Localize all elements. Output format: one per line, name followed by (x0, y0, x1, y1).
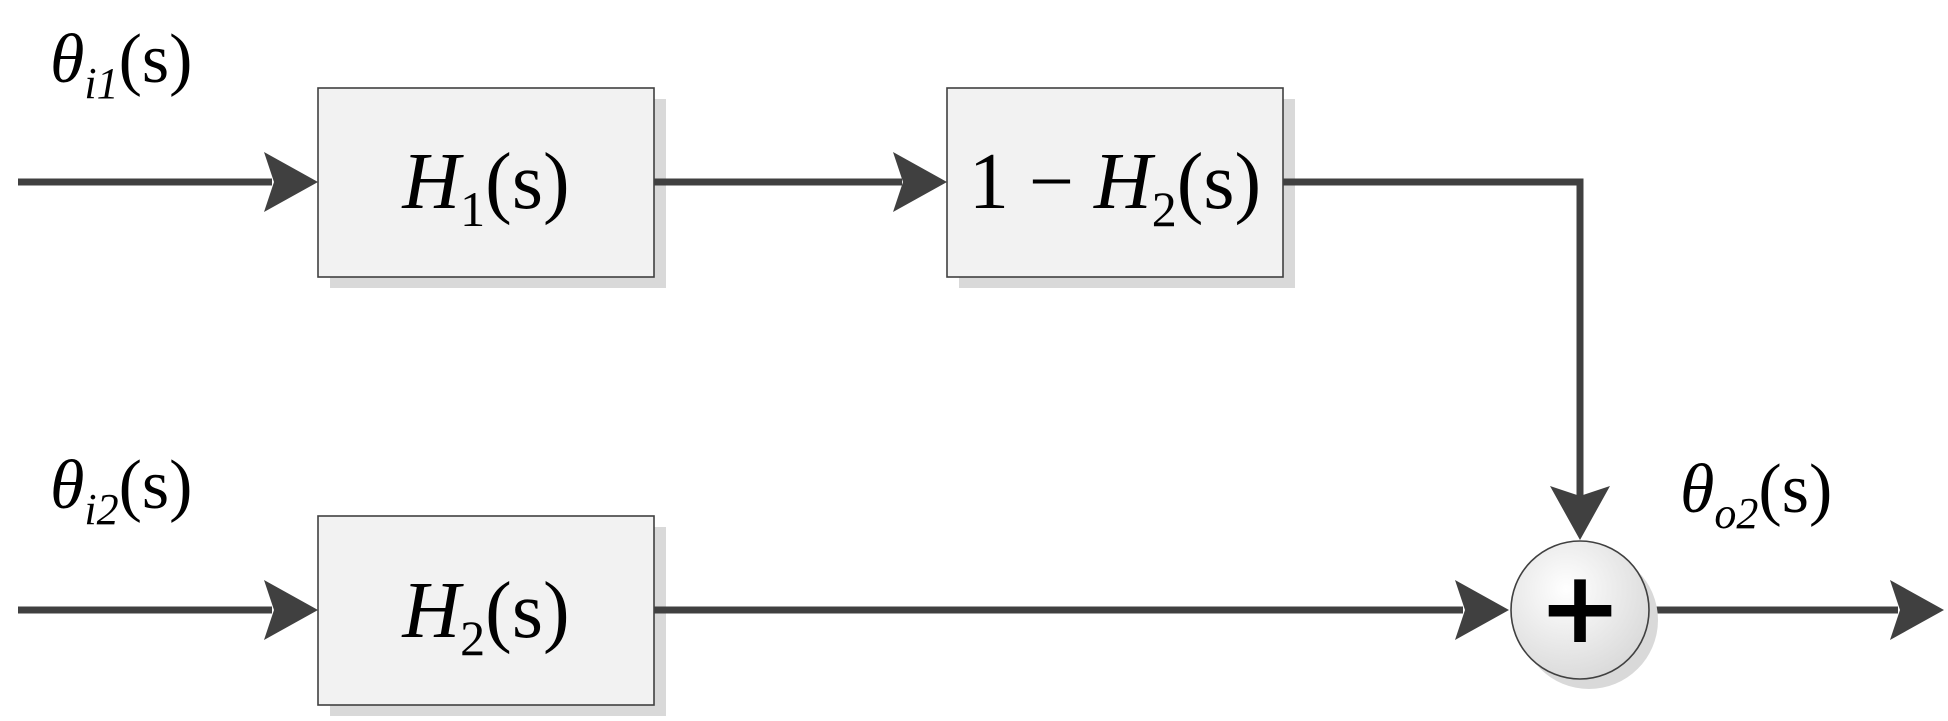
block-h2-label: H2(s) (401, 567, 569, 666)
arrowhead-sum-left-input (1455, 580, 1509, 640)
output-label: θo2(s) (1680, 451, 1832, 538)
block-h2: H2(s) (317, 515, 666, 716)
block-h1: H1(s) (317, 87, 666, 288)
arrowhead-h2-input (264, 580, 318, 640)
summing-junction-circle (1510, 540, 1650, 680)
wire-one-minus-h2-to-sum (1283, 178, 1584, 496)
block-h2-box (317, 515, 655, 706)
block-one-minus-h2: 1 − H2(s) (946, 87, 1295, 288)
input-label-2: θi2(s) (50, 447, 193, 534)
arrowhead-one-minus-h2-input (893, 152, 947, 212)
arrowhead-h1-input (264, 152, 318, 212)
block-one-minus-h2-label: 1 − H2(s) (969, 138, 1261, 237)
arrowhead-sum-top-input (1550, 486, 1610, 540)
block-h1-box (317, 87, 655, 278)
summing-junction: + (1510, 540, 1658, 689)
summing-junction-operator: + (1538, 549, 1622, 666)
input-label-1: θi1(s) (50, 21, 193, 108)
block-h1-label: H1(s) (401, 138, 569, 237)
arrowhead-output (1890, 580, 1944, 640)
